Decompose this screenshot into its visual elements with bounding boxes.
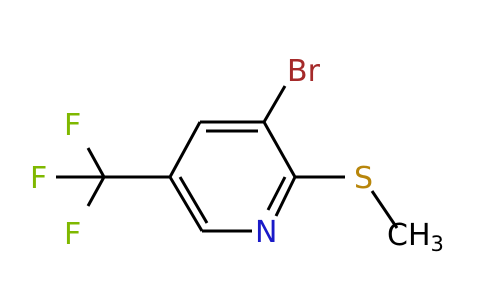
- methyl-symbol: CH: [387, 218, 431, 253]
- fluorine-left-label: F: [30, 161, 47, 196]
- sulfur-label: S: [354, 161, 373, 196]
- bond-cf3-f-top: [86, 147, 106, 178]
- methyl-label: CH3: [387, 218, 444, 256]
- nitrogen-label: N: [255, 215, 277, 250]
- bond-n-c2-inner: [266, 176, 287, 211]
- bond-c5-c6-inner: [178, 176, 209, 224]
- fluorine-bottom-label: F: [64, 217, 81, 252]
- bond-c3-br: [262, 85, 287, 123]
- methyl-subscript: 3: [431, 232, 444, 256]
- bromine-label: Br: [287, 54, 321, 89]
- fluorine-top-label: F: [64, 108, 81, 143]
- bond-c5-c6: [168, 176, 204, 232]
- bond-s-ch3: [370, 190, 399, 229]
- bond-c2-c3: [262, 121, 297, 178]
- bond-n-c2: [274, 176, 297, 217]
- bond-cf3-f-bottom: [86, 176, 106, 207]
- bond-c4-c5: [168, 121, 202, 178]
